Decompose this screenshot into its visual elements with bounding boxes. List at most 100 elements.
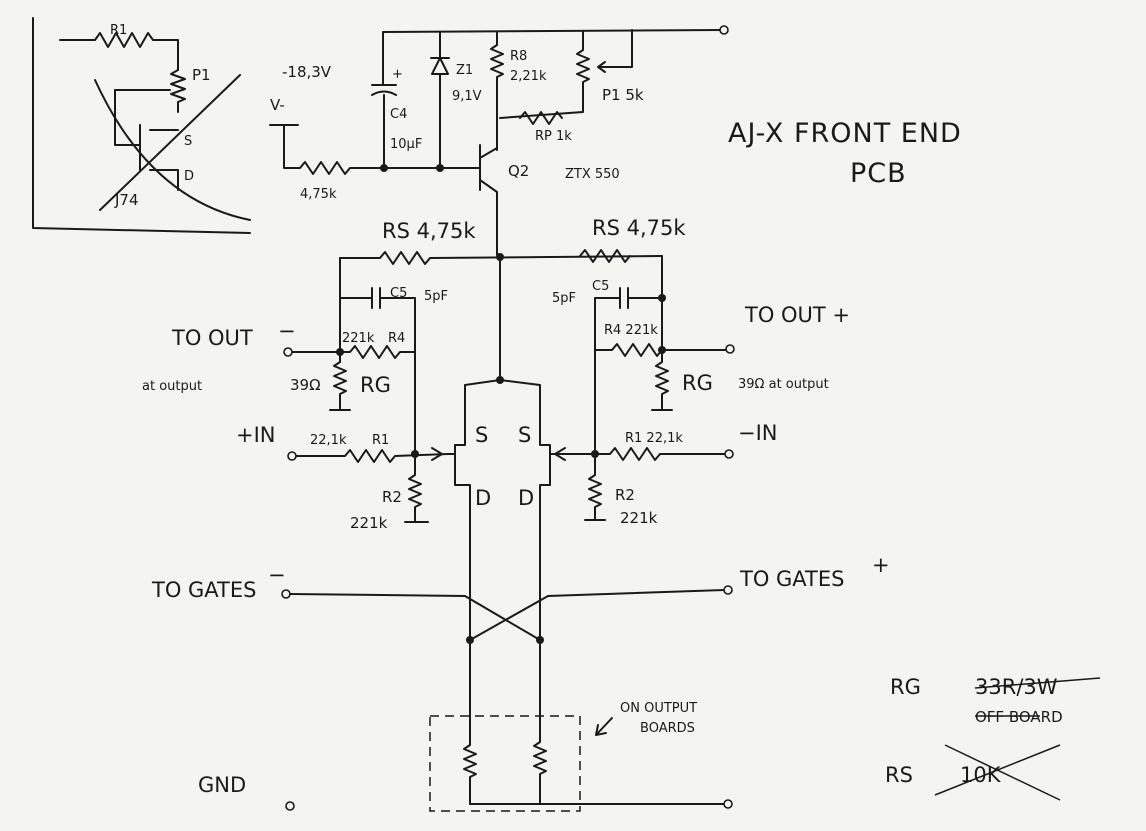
gates-minus-sign: − <box>268 563 286 587</box>
r8-resistor <box>490 31 504 151</box>
z1-zener-diode <box>430 31 450 169</box>
gnd-label: GND <box>198 773 246 797</box>
q2-transistor <box>469 144 498 256</box>
diagram-subtitle: PCB <box>850 158 907 189</box>
out-minus-label: TO OUT <box>171 326 253 350</box>
c4-plus-sign: + <box>392 67 403 82</box>
output-boards-line2: BOARDS <box>640 721 695 736</box>
note-rs-label: RS <box>885 763 913 787</box>
r2-left-resistor <box>404 453 429 523</box>
supply-rail-label: V- <box>270 96 285 114</box>
p1-wiper <box>597 29 633 73</box>
gate-arrow-left <box>431 447 443 461</box>
diagram-title: AJ-X FRONT END <box>728 118 962 149</box>
r2-right-name: R2 <box>615 486 635 504</box>
c5-right-capacitor <box>594 287 663 351</box>
inset-jfet-bias-sketch: R1 P1 S D J74 <box>32 17 251 234</box>
r1-left-value: 22,1k <box>310 433 347 448</box>
top-rail-terminal[interactable] <box>719 25 729 35</box>
c4-capacitor <box>371 31 397 169</box>
r1-right-resistor <box>554 447 726 461</box>
output-boards-line1: ON OUTPUT <box>620 701 697 716</box>
out-plus-note: 39Ω at output <box>738 377 829 392</box>
rg-left-resistor <box>329 351 351 411</box>
revision-notes: RG 33R/3W OFF BOARD RS 10K <box>885 675 1101 801</box>
r2-right-resistor <box>584 453 606 521</box>
junction-dot <box>658 294 666 302</box>
in-plus-terminal[interactable] <box>287 451 297 461</box>
inset-d-label: D <box>184 169 194 184</box>
top-rail-wire <box>382 29 723 33</box>
jfet-left-drain-label: D <box>475 486 491 510</box>
rg-right-name: RG <box>682 371 713 395</box>
rs-right-resistor <box>579 249 631 263</box>
gates-plus-sign: + <box>872 553 890 577</box>
right-feedback-network: 5pF C5 R4 221k TO OUT + RG 39Ω at output… <box>552 255 850 527</box>
output-board-resistor-left <box>463 639 477 805</box>
rs-right-label: RS 4,75k <box>592 216 686 240</box>
rp-label: RP 1k <box>535 129 572 144</box>
rg-left-name: RG <box>360 373 391 397</box>
junction-dot <box>436 164 444 172</box>
output-board-resistor-right <box>533 639 547 805</box>
v-minus-feed-wire <box>269 124 471 175</box>
rg-left-value: 39Ω <box>290 376 321 394</box>
note-off-board: OFF BOARD <box>975 708 1063 726</box>
r1-left-resistor <box>295 449 449 463</box>
r4-left-resistor <box>291 345 416 359</box>
out-minus-terminal[interactable] <box>283 347 293 357</box>
r1-left-name: R1 <box>372 433 389 448</box>
inset-jfet-label: J74 <box>114 191 139 209</box>
jfet-differential-pair: S S D D <box>447 379 556 641</box>
gates-plus-terminal[interactable] <box>723 585 733 595</box>
c4-name-label: C4 <box>390 107 407 122</box>
gates-minus-label: TO GATES <box>151 578 256 602</box>
r2-left-name: R2 <box>382 488 402 506</box>
in-plus-label: +IN <box>236 423 276 447</box>
p1-potentiometer <box>499 31 590 119</box>
supply-resistor-label: 4,75k <box>300 187 337 202</box>
output-boards-box <box>429 715 581 812</box>
out-minus-sign: − <box>278 319 296 343</box>
note-rg-label: RG <box>890 675 921 699</box>
in-minus-terminal[interactable] <box>724 449 734 459</box>
supply-voltage-label: -18,3V <box>282 63 332 81</box>
r4-left-name: R4 <box>388 331 405 346</box>
note-rs-value: 10K <box>960 763 1002 787</box>
jfet-left-source-label: S <box>475 423 488 447</box>
jfet-right-source-label: S <box>518 423 531 447</box>
out-minus-note: at output <box>142 379 202 394</box>
c5-left-name: C5 <box>390 286 407 301</box>
junction-dot <box>380 164 388 172</box>
z1-name-label: Z1 <box>456 63 473 78</box>
r4-left-value: 221k <box>342 331 375 346</box>
current-source-section: + C4 10µF Z1 9,1V R8 2,21k P1 5k RP 1k -… <box>269 25 729 256</box>
out-plus-terminal[interactable] <box>725 344 735 354</box>
inset-s-label: S <box>184 134 192 149</box>
r8-value-label: 2,21k <box>510 69 547 84</box>
r4-right-label: R4 221k <box>604 323 658 338</box>
c4-value-label: 10µF <box>390 137 422 152</box>
c5-left-capacitor <box>339 287 416 453</box>
rs-left-label: RS 4,75k <box>382 219 476 243</box>
rs-wire <box>339 251 663 265</box>
gnd-terminal[interactable] <box>285 801 295 811</box>
jfet-left-channel <box>454 379 501 641</box>
note-rs-strike <box>934 744 1061 801</box>
output-boards-section: ON OUTPUT BOARDS GND <box>198 639 733 812</box>
rg-right-resistor <box>651 349 673 411</box>
z1-value-label: 9,1V <box>452 89 482 104</box>
ground-rail-terminal[interactable] <box>723 799 733 809</box>
out-plus-label: TO OUT + <box>744 303 850 327</box>
r2-left-value: 221k <box>350 514 388 532</box>
r8-name-label: R8 <box>510 49 527 64</box>
gates-minus-terminal[interactable] <box>281 589 291 599</box>
inset-p1-label: P1 <box>192 66 211 84</box>
q2-name-label: Q2 <box>508 162 529 180</box>
c5-right-name: C5 <box>592 279 609 294</box>
rp-resistor <box>519 111 563 125</box>
inset-r1-label: R1 <box>110 23 127 38</box>
in-minus-label: −IN <box>738 421 778 445</box>
